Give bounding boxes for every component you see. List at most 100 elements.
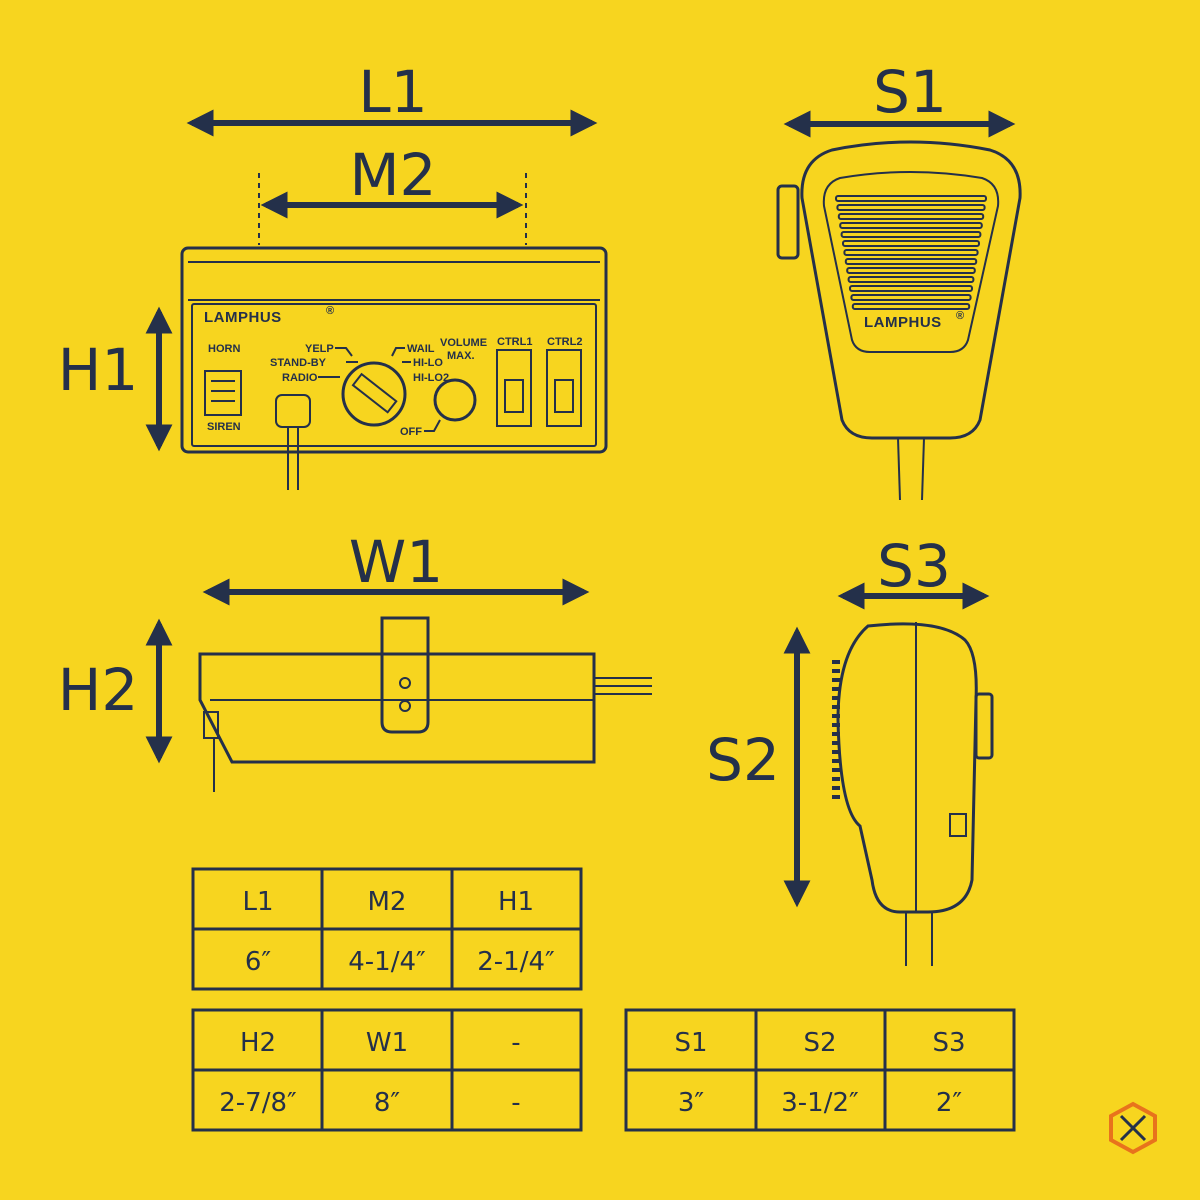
grille-slat xyxy=(844,258,978,265)
table-mic-header-s2: S2 xyxy=(803,1028,836,1058)
side-grille-slat xyxy=(832,786,840,790)
microphone-brand: LAMPHUS xyxy=(864,314,942,331)
siren-box-brand: LAMPHUS xyxy=(204,309,282,326)
s3-dimension: S3 xyxy=(837,532,990,610)
grille-slat xyxy=(840,231,982,238)
side-push-to-talk-button xyxy=(974,692,994,760)
side-clip xyxy=(949,813,967,837)
h1-label: H1 xyxy=(58,336,139,404)
siren-box-registered: ® xyxy=(326,305,334,317)
table-box2-value-h2: 2-7/8″ xyxy=(219,1088,297,1118)
table-box1-value-m2: 4-1/4″ xyxy=(348,947,426,977)
grille-slat xyxy=(850,294,972,301)
side-grille-slat xyxy=(832,777,840,781)
table-box1-value-l1: 6″ xyxy=(245,947,272,977)
grille-slat xyxy=(835,195,987,202)
side-grille-slat xyxy=(832,750,840,754)
microphone-cord-left xyxy=(897,437,901,501)
table-box1-value-h1: 2-1/4″ xyxy=(477,947,555,977)
brand-hexagon-icon xyxy=(1109,1101,1157,1155)
table-mic-value-s1: 3″ xyxy=(678,1088,705,1118)
ctrl2-label: CTRL2 xyxy=(547,336,582,348)
ctrl1-rocker xyxy=(504,379,524,413)
m2-label: M2 xyxy=(350,141,437,209)
yelp-label: YELP xyxy=(305,343,334,355)
side-grille-slat xyxy=(832,687,840,691)
table-box2-header-h2: H2 xyxy=(240,1028,276,1058)
s2-dimension: S2 xyxy=(706,626,811,908)
grille-slat xyxy=(843,249,979,256)
ctrl2-rocker xyxy=(554,379,574,413)
siren-box-front: LAMPHUS ® HORN SIREN YELP STAND-BY RADIO… xyxy=(180,246,608,490)
side-grille-slat xyxy=(832,705,840,709)
side-grille-slat xyxy=(832,714,840,718)
mounting-bracket xyxy=(380,616,430,734)
table-mic-header-s1: S1 xyxy=(674,1028,707,1058)
table-box1-header-h1: H1 xyxy=(498,887,534,917)
ctrl1-switch xyxy=(496,349,532,427)
ctrl2-switch xyxy=(546,349,582,427)
h1-dimension: H1 xyxy=(58,306,173,452)
s2-label: S2 xyxy=(706,726,780,794)
bracket-hole-top xyxy=(399,677,411,689)
off-leader xyxy=(424,419,441,432)
grille-slat xyxy=(849,285,973,292)
s1-label: S1 xyxy=(873,58,947,126)
side-grille-slat xyxy=(832,741,840,745)
table-mic: S1 S2 S3 3″ 3-1/2″ 2″ xyxy=(624,1008,1016,1132)
grille-slat xyxy=(851,303,971,310)
hi-lo-label: HI-LO xyxy=(413,357,443,369)
mode-selector-knob xyxy=(341,361,407,427)
w1-label: W1 xyxy=(349,528,443,596)
stand-by-label: STAND-BY xyxy=(270,357,327,369)
push-to-talk-button xyxy=(776,184,800,260)
siren-label: SIREN xyxy=(207,421,241,433)
table-box2-value-w1: 8″ xyxy=(374,1088,401,1118)
table-box1-header-l1: L1 xyxy=(242,887,273,917)
side-knob xyxy=(203,711,219,739)
table-box2-header-w1: W1 xyxy=(366,1028,408,1058)
microphone-front: LAMPHUS ® xyxy=(776,140,1022,501)
volume-knob xyxy=(433,378,477,422)
side-grille-slat xyxy=(832,759,840,763)
horn-siren-switch xyxy=(204,370,242,416)
hi-lo2-label: HI-LO2 xyxy=(413,372,449,384)
table-box2: H2 W1 - 2-7/8″ 8″ - xyxy=(191,1008,583,1132)
table-box1-header-m2: M2 xyxy=(368,887,407,917)
microphone-side-grille xyxy=(832,660,840,799)
off-label: OFF xyxy=(400,426,422,438)
wail-leader xyxy=(391,347,405,357)
table-mic-header-s3: S3 xyxy=(932,1028,965,1058)
microphone-body xyxy=(800,140,1022,440)
h2-dimension: H2 xyxy=(58,618,173,764)
side-grille-slat xyxy=(832,678,840,682)
h2-label: H2 xyxy=(58,656,139,724)
side-grille-slat xyxy=(832,696,840,700)
grille-slat xyxy=(839,222,983,229)
grille-slat xyxy=(847,276,975,283)
microphone-registered: ® xyxy=(956,310,964,322)
bracket-hole-bottom xyxy=(399,700,411,712)
table-box2-header-empty: - xyxy=(511,1028,520,1058)
microphone-side-body xyxy=(836,622,978,914)
siren-box-panel xyxy=(191,303,597,447)
radio-label: RADIO xyxy=(282,372,318,384)
grille-slat xyxy=(836,204,986,211)
microphone-cord-right xyxy=(921,437,925,501)
wail-label: WAIL xyxy=(407,343,435,355)
siren-box-outline xyxy=(180,246,608,454)
l1-label: L1 xyxy=(358,58,427,126)
side-grille-slat xyxy=(832,768,840,772)
ctrl1-label: CTRL1 xyxy=(497,336,532,348)
side-grille-slat xyxy=(832,660,840,664)
s1-dimension: S1 xyxy=(783,58,1016,138)
microphone-grille xyxy=(835,195,987,310)
grille-slat xyxy=(846,267,976,274)
side-grille-slat xyxy=(832,669,840,673)
table-box1: L1 M2 H1 6″ 4-1/4″ 2-1/4″ xyxy=(191,867,583,991)
side-grille-slat xyxy=(832,795,840,799)
microphone-grille-frame xyxy=(822,171,1000,353)
microphone-side xyxy=(832,622,994,966)
mode-selector-pointer xyxy=(351,372,398,414)
max-label: MAX. xyxy=(447,350,475,362)
